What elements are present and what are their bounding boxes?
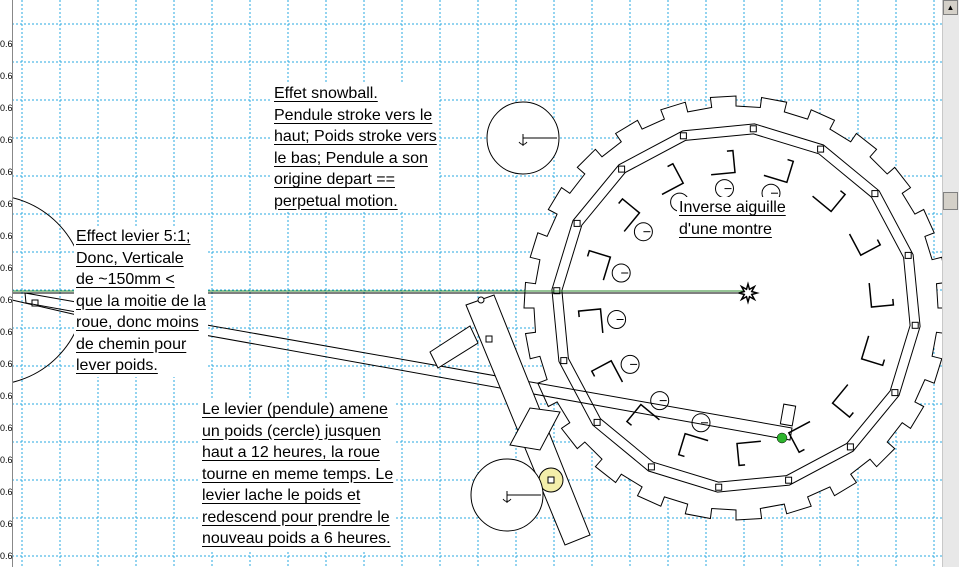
pivot-square [618,165,626,173]
pivot-square [593,418,601,426]
vertical-ruler: 0.6 0.6 0.6 0.6 0.6 0.6 0.6 0.6 0.6 0.6 0.6 0.6 0.6 0… [0,0,13,567]
ruler-tick-label: 0.6 [0,231,13,241]
ruler-tick-label: 0.6 [0,455,13,465]
ruler-tick-label: 0.6 [0,519,13,529]
scrollbar-thumb[interactable] [943,192,958,210]
lever-note-line: lever poids. [76,357,158,374]
wheel-ring-outer [551,123,921,493]
pendulum-note-line: nouveau poids a 6 heures. [202,530,391,547]
snowball-note-line: origine depart == [274,171,395,188]
ruler-tick-label: 0.6 [0,359,13,369]
ruler-tick-label: 0.6 [0,199,13,209]
pendulum-note-line: levier lache le poids et [202,487,361,504]
ruler-tick-label: 0.6 [0,103,13,113]
small-lever-plate [429,325,479,369]
pendulum-note-line: Le levier (pendule) amene [202,401,388,418]
bucket [763,158,795,184]
bucket [868,283,895,308]
ruler-tick-label: 0.6 [0,263,13,273]
lever-note-line: que la moitie de la [76,292,206,310]
pivot-square [785,476,793,484]
bucket [736,440,761,467]
ruler-tick-label: 0.6 [0,71,13,81]
inverse-note-line: Inverse aiguille [679,199,786,216]
pendulum-note-line: un poids (cercle) jusquen [202,422,381,440]
pivot-square [485,335,493,343]
ruler-tick-label: 0.6 [0,391,13,401]
pivot-square [679,132,687,140]
bucket [787,420,811,454]
pendulum-pivot [477,296,485,304]
bucket [812,190,847,213]
pivot-square [547,476,555,484]
bucket [586,249,612,281]
pivot-square [891,389,899,397]
contact-point [776,432,788,444]
ruler-tick-label: 0.6 [0,487,13,497]
bucket [577,308,604,333]
lever-note-line: de ~150mm < [76,271,175,288]
counterclockwise-note: Inverse aiguille d'une montre [677,197,788,240]
bucket [661,162,685,196]
ruler-tick-label: 0.6 [0,295,13,305]
vertical-scrollbar[interactable] [942,0,959,567]
lever-note-line: de chemin pour [76,335,187,353]
long-lever-bar [24,292,793,441]
pivot-square [871,190,879,198]
bucket [860,335,886,367]
bucket [590,359,624,383]
ruler-tick-label: 0.6 [0,423,13,433]
pivot-square [573,219,581,227]
star-axle-icon [736,281,760,305]
inverse-note-line: d'une montre [679,220,772,238]
pendulum-note-line: tourne en meme temps. Le [202,465,394,483]
ruler-tick-label: 0.6 [0,551,13,561]
pivot-square [846,443,854,451]
lever-note: Effect levier 5:1; Donc, Verticale de ~150… [74,226,208,377]
ruler-tick-label: 0.6 [0,135,13,145]
snowball-note: Effet snowball. Pendule stroke vers le hau… [272,83,439,212]
anchor-icon [502,491,512,503]
bucket [711,149,736,176]
scroll-up-icon[interactable]: ▲ [943,0,958,15]
wheel-drawing [0,95,949,546]
ruler-tick-label: 0.6 [0,167,13,177]
lever-note-line: Donc, Verticale [76,249,184,267]
pendulum-note-line: haut a 12 heures, la roue [202,444,380,461]
bucket [618,197,641,232]
bucket [848,233,882,257]
bucket [677,432,709,458]
pendulum-arm [509,407,561,451]
lever-note-line: roue, donc moins [76,314,199,331]
ruler-tick-label: 0.6 [0,327,13,337]
pendulum-note: Le levier (pendule) amene un poids (cercl… [200,399,396,550]
snowball-note-line: haut; Poids stroke vers [274,128,437,145]
snowball-note-line: le bas; Pendule a son [274,149,428,167]
bucket [625,403,660,426]
ruler-tick-label: 0.6 [0,39,13,49]
pivot-square [647,463,655,471]
pendulum-note-line: redescend pour prendre le [202,508,390,526]
pivot-square [715,483,723,491]
pivot-square [560,357,568,365]
pivot-square [904,251,912,259]
snowball-note-line: Effet snowball. [274,85,378,102]
lever-tip [779,403,797,427]
bucket [831,384,854,419]
lever-note-line: Effect levier 5:1; [76,228,191,245]
pivot-square [817,145,825,153]
anchor-icon [518,134,528,146]
pivot-square [749,125,757,133]
snowball-note-line: Pendule stroke vers le [274,106,433,124]
snowball-note-line: perpetual motion. [274,192,398,210]
gear-outer-ring [523,95,949,521]
pivot-square [911,321,919,329]
pivot-square [31,299,39,307]
